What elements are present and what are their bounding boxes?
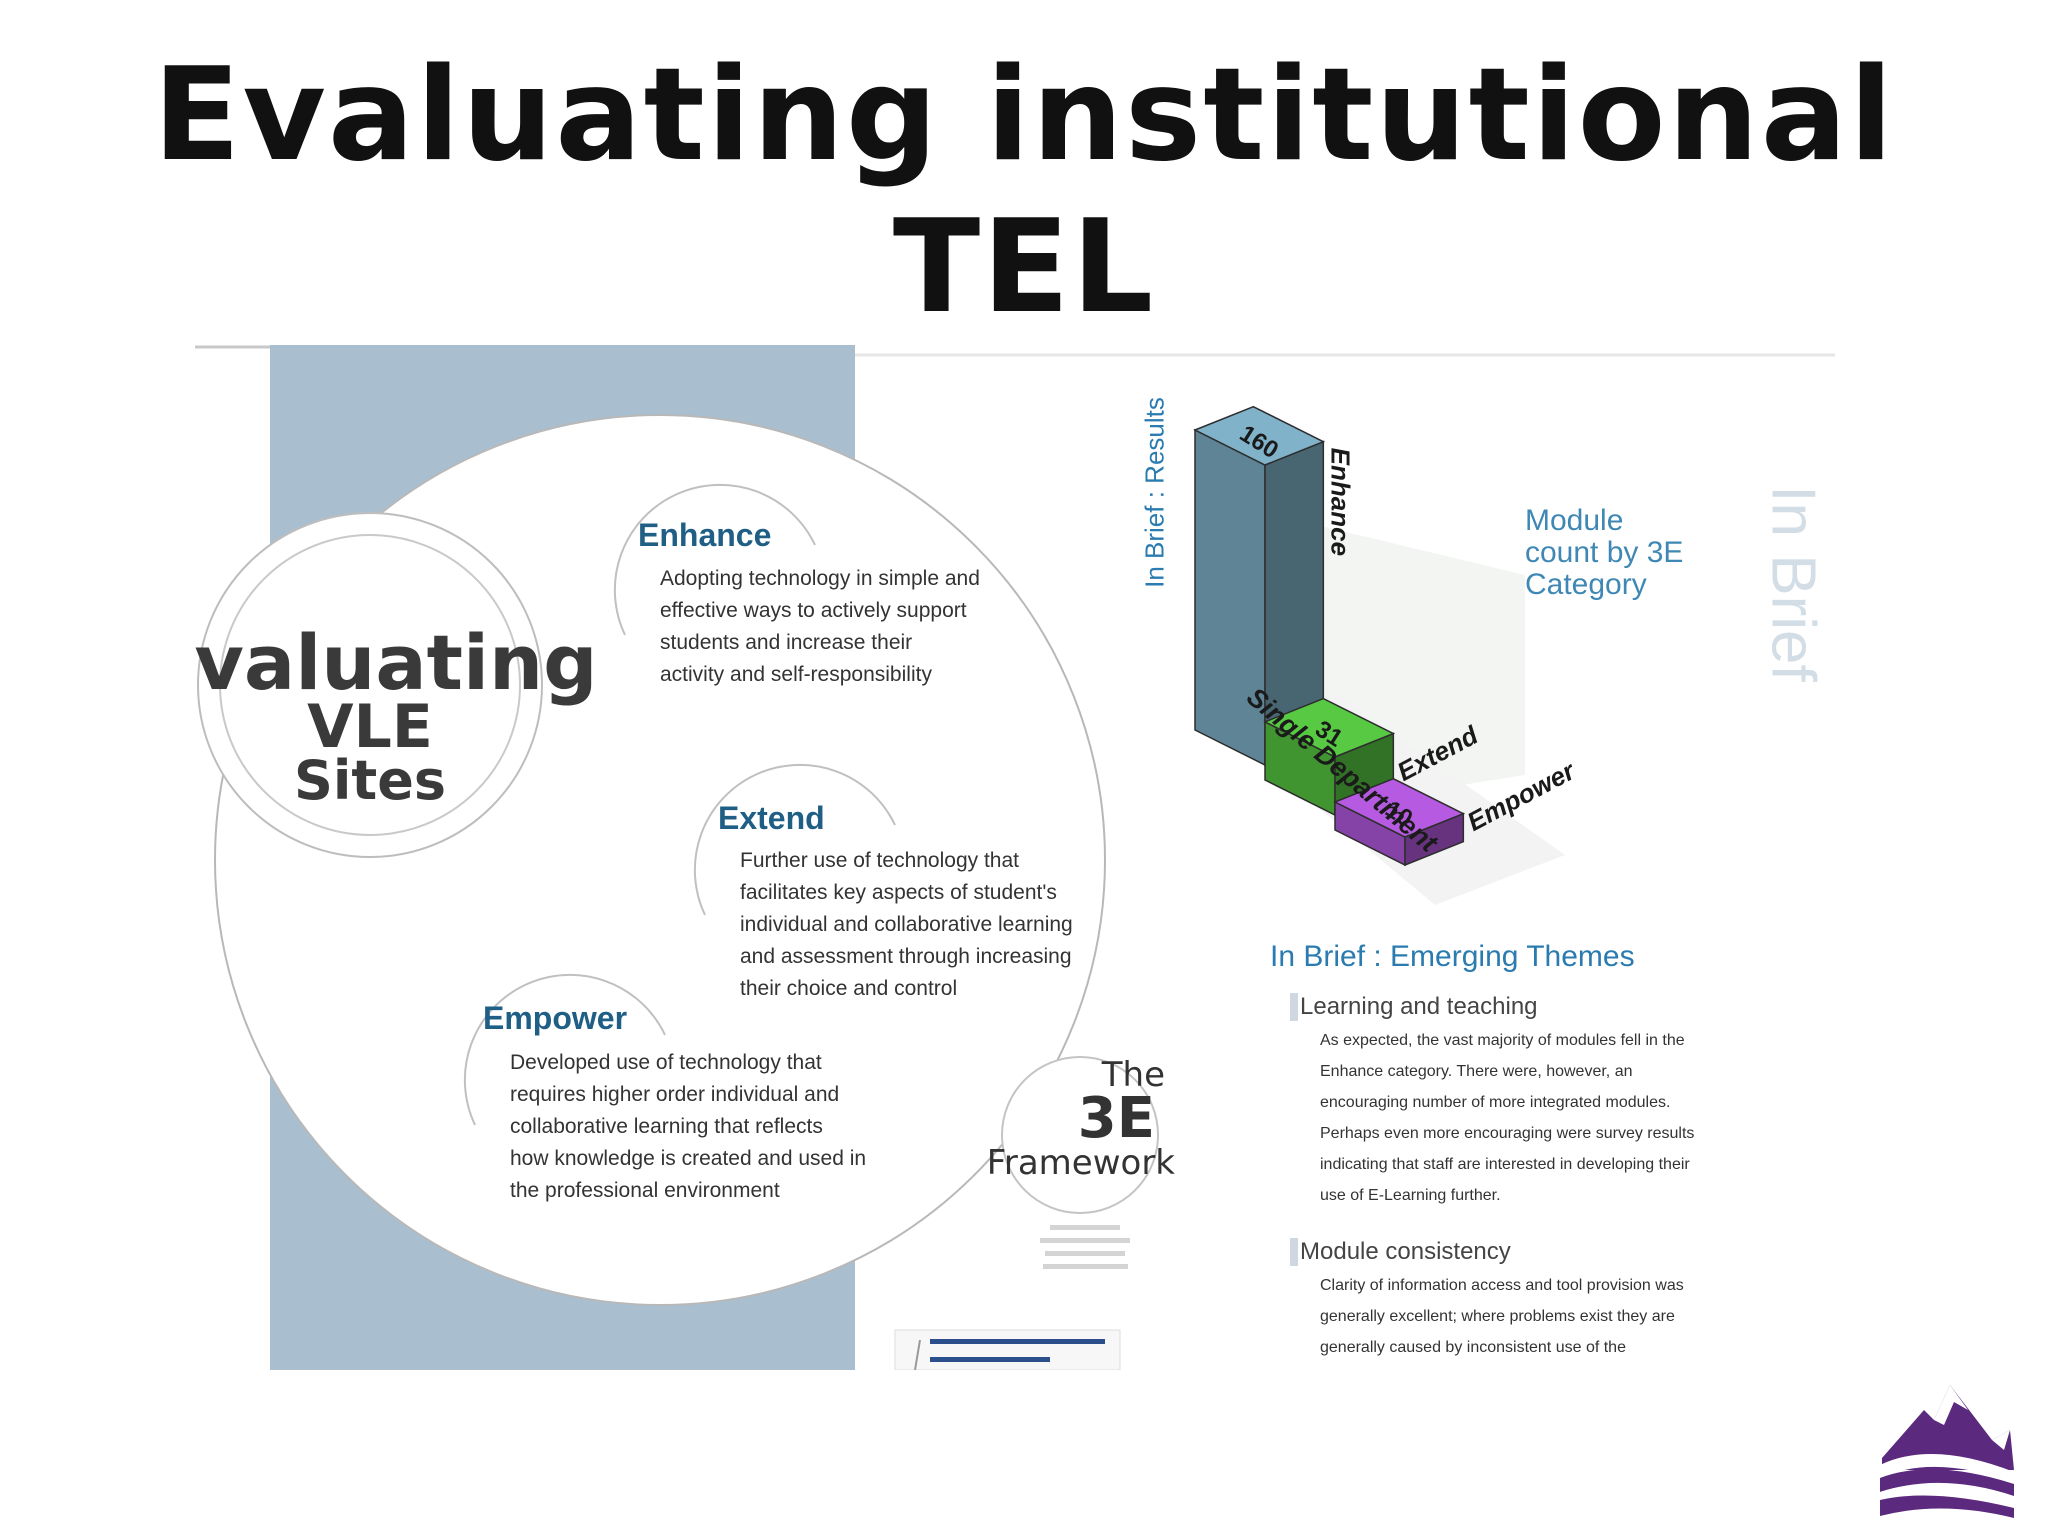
theme-line: generally caused by inconsistent use of … — [1320, 1339, 1626, 1356]
main-title-line-2: VLE — [307, 692, 433, 762]
empower-heading: Empower — [483, 1000, 628, 1036]
university-mountain-wave-logo-icon — [1880, 1385, 2014, 1518]
framework-circle — [1001, 1056, 1159, 1214]
empower-line: Developed use of technology that — [510, 1051, 822, 1074]
extend-line: Further use of technology that — [740, 849, 1019, 872]
themes-title: In Brief : Emerging Themes — [1270, 940, 1635, 973]
theme-module-consistency: Module consistency Clarity of informatio… — [1290, 1238, 1810, 1363]
chart-caption: Module count by 3E Category — [1525, 505, 1683, 601]
extend-line: and assessment through increasing — [740, 945, 1072, 968]
enhance-line: effective ways to actively support — [660, 599, 967, 622]
enhance-line: Adopting technology in simple and — [660, 567, 980, 590]
theme-line: indicating that staff are interested in … — [1320, 1156, 1690, 1173]
enhance-description: Adopting technology in simple and effect… — [660, 563, 1060, 691]
main-title-line-3: Sites — [294, 749, 446, 812]
main-title-line-1: Evaluating — [195, 618, 598, 707]
theme-body: Clarity of information access and tool p… — [1290, 1270, 1810, 1363]
framework-line-1: The — [1101, 1055, 1165, 1095]
enhance-arc — [613, 483, 816, 636]
chart-caption-line-2: count by 3E — [1525, 536, 1684, 569]
chart-caption-line-3: Category — [1525, 568, 1647, 601]
theme-learning-teaching: Learning and teaching As expected, the v… — [1290, 993, 1810, 1211]
enhance-line: students and increase their — [660, 631, 913, 654]
empower-line: requires higher order individual and — [510, 1083, 840, 1106]
enhance-heading: Enhance — [638, 517, 772, 553]
extend-description: Further use of technology that facilitat… — [740, 845, 1160, 1005]
empower-line: the professional environment — [510, 1179, 780, 1202]
extend-line: their choice and control — [740, 977, 958, 1000]
chart-caption-line-1: Module — [1525, 504, 1624, 537]
framework-label: The 3E Framework — [955, 1057, 1175, 1181]
bar-empower — [1333, 777, 1466, 867]
title-outer-circle — [197, 512, 543, 858]
title-inner-circle — [219, 534, 521, 836]
poster-main-title: Evaluating VLE Sites — [195, 625, 620, 809]
framework-line-3: Framework — [986, 1143, 1175, 1183]
empower-line: how knowledge is created and used in — [510, 1147, 867, 1170]
theme-line: As expected, the vast majority of module… — [1320, 1032, 1685, 1049]
in-brief-watermark: In Brief — [1758, 485, 1828, 682]
extend-arc — [693, 763, 896, 916]
theme-title: Module consistency — [1290, 1238, 1810, 1266]
theme-body: As expected, the vast majority of module… — [1290, 1025, 1810, 1211]
framework-line-2: 3E — [1077, 1086, 1155, 1151]
theme-line: use of E-Learning further. — [1320, 1187, 1501, 1204]
framework-citation-blur — [1040, 1225, 1130, 1269]
extend-line: individual and collaborative learning — [740, 913, 1073, 936]
bar-enhance — [1193, 405, 1326, 767]
empower-description: Developed use of technology that require… — [510, 1047, 930, 1207]
theme-line: Enhance category. There were, however, a… — [1320, 1063, 1633, 1080]
results-vertical-label: In Brief : Results — [1139, 397, 1170, 588]
theme-title: Learning and teaching — [1290, 993, 1810, 1021]
bar-category-label: Enhance — [1325, 448, 1355, 556]
theme-line: Perhaps even more encouraging were surve… — [1320, 1125, 1695, 1142]
slide-title-line-1: Evaluating institutional TEL — [153, 41, 1895, 342]
empower-line: collaborative learning that reflects — [510, 1115, 823, 1138]
thumbnail-blur — [894, 1329, 1121, 1370]
enhance-line: activity and self-responsibility — [660, 663, 932, 686]
extend-heading: Extend — [718, 800, 825, 836]
empower-arc — [463, 973, 666, 1126]
theme-line: Clarity of information access and tool p… — [1320, 1277, 1684, 1294]
theme-line: encouraging number of more integrated mo… — [1320, 1094, 1671, 1111]
extend-line: facilitates key aspects of student's — [740, 881, 1057, 904]
theme-line: generally excellent; where problems exis… — [1320, 1308, 1675, 1325]
